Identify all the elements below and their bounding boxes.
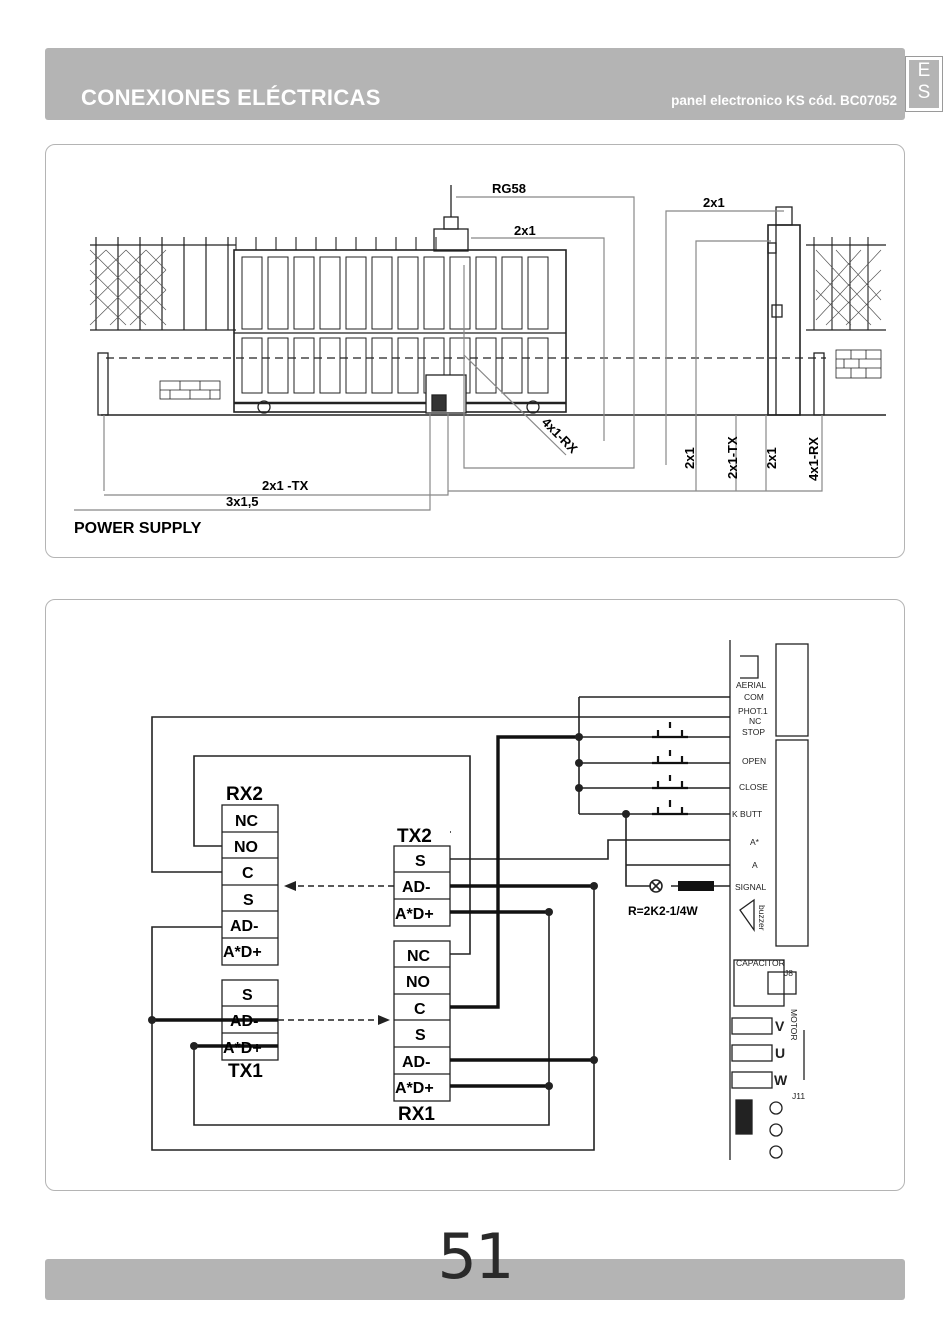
rx1-title: RX1 <box>398 1104 435 1125</box>
label-power-supply: POWER SUPPLY <box>74 520 202 537</box>
tx1-terminal-s: S <box>242 987 253 1004</box>
document-code: panel electronico KS cód. BC07052 <box>671 93 897 108</box>
board-label-u: U <box>775 1045 785 1061</box>
board-label-open: OPEN <box>742 756 766 766</box>
rx1-terminal-ad-plus: A*D+ <box>395 1080 434 1097</box>
language-badge: E S <box>905 56 943 112</box>
header-bar: CONEXIONES ELÉCTRICAS panel electronico … <box>45 48 905 120</box>
board-label-v: V <box>775 1018 785 1034</box>
vertical-label-2x1-b: 2x1 <box>764 447 779 469</box>
installation-diagram-panel: RG58 2x1 2x1 4x1-RX 2x1 -TX 3x1,5 POWER … <box>45 144 905 558</box>
board-label-com: COM <box>744 692 764 702</box>
label-rg58: RG58 <box>492 181 526 196</box>
rx2-terminal-no: NO <box>234 839 258 856</box>
tx2-terminal-s: S <box>415 853 426 870</box>
board-label-w: W <box>774 1072 788 1088</box>
resistor-label: R=2K2-1/4W <box>628 904 698 918</box>
board-label-j11: J11 <box>792 1091 805 1101</box>
board-label-a-star: A* <box>750 837 760 847</box>
board-label-a: A <box>752 860 758 870</box>
rx2-terminal-ad-minus: AD- <box>230 918 258 935</box>
tx2-terminal-ad-minus: AD- <box>402 879 430 896</box>
vertical-label-4x1-rx: 4x1-RX <box>806 437 821 481</box>
tx1-title: TX1 <box>228 1061 263 1082</box>
wiring-diagram: RX2 NC NO C S AD- A*D+ TX2 S AD- A*D+ S … <box>148 640 809 1160</box>
board-label-stop: STOP <box>742 727 765 737</box>
installation-diagram: RG58 2x1 2x1 4x1-RX 2x1 -TX 3x1,5 POWER … <box>74 181 886 537</box>
label-3x1-5: 3x1,5 <box>226 494 259 509</box>
label-2x1-mid: 2x1 <box>514 223 536 238</box>
rx1-terminal-ad-minus: AD- <box>402 1054 430 1071</box>
board-label-j8: J8 <box>784 968 793 978</box>
board-label-motor: MOTOR <box>789 1009 799 1040</box>
language-letter-e: E <box>917 60 931 81</box>
tx1-terminal-ad-minus: AD- <box>230 1013 258 1030</box>
tx1-terminal-ad-plus: A*D+ <box>223 1040 262 1057</box>
board-label-aerial: AERIAL <box>736 680 767 690</box>
label-2x1-tx: 2x1 -TX <box>262 478 309 493</box>
page-number: 51 <box>437 1220 515 1293</box>
rx2-terminal-c: C <box>242 865 254 882</box>
tx2-title: TX2 <box>397 826 432 847</box>
board-label-nc: NC <box>749 716 761 726</box>
label-4x1-rx-diagonal: 4x1-RX <box>539 415 581 457</box>
language-letter-s: S <box>917 82 931 103</box>
rx1-terminal-no: NO <box>406 974 430 991</box>
wiring-diagram-panel: RX2 NC NO C S AD- A*D+ TX2 S AD- A*D+ S … <box>45 599 905 1191</box>
board-label-signal: SIGNAL <box>735 882 766 892</box>
rx2-title: RX2 <box>226 784 263 805</box>
rx2-terminal-nc: NC <box>235 813 259 830</box>
page-title: CONEXIONES ELÉCTRICAS <box>81 85 381 110</box>
rx1-terminal-nc: NC <box>407 948 431 965</box>
tx2-terminal-ad-plus: A*D+ <box>395 906 434 923</box>
rx2-terminal-s: S <box>243 892 254 909</box>
vertical-label-2x1-a: 2x1 <box>682 447 697 469</box>
board-label-k-butt: K BUTT <box>732 809 762 819</box>
board-label-buzzer: buzzer <box>757 905 767 931</box>
vertical-label-2x1-tx: 2x1-TX <box>725 436 740 479</box>
board-label-phot1: PHOT.1 <box>738 706 768 716</box>
rx1-terminal-c: C <box>414 1001 426 1018</box>
rx1-terminal-s: S <box>415 1027 426 1044</box>
board-label-close: CLOSE <box>739 782 768 792</box>
board-label-capacitor: CAPACITOR <box>736 958 785 968</box>
footer-bar <box>45 1259 905 1300</box>
rx2-terminal-ad-plus: A*D+ <box>223 944 262 961</box>
label-2x1-top-right: 2x1 <box>703 195 725 210</box>
